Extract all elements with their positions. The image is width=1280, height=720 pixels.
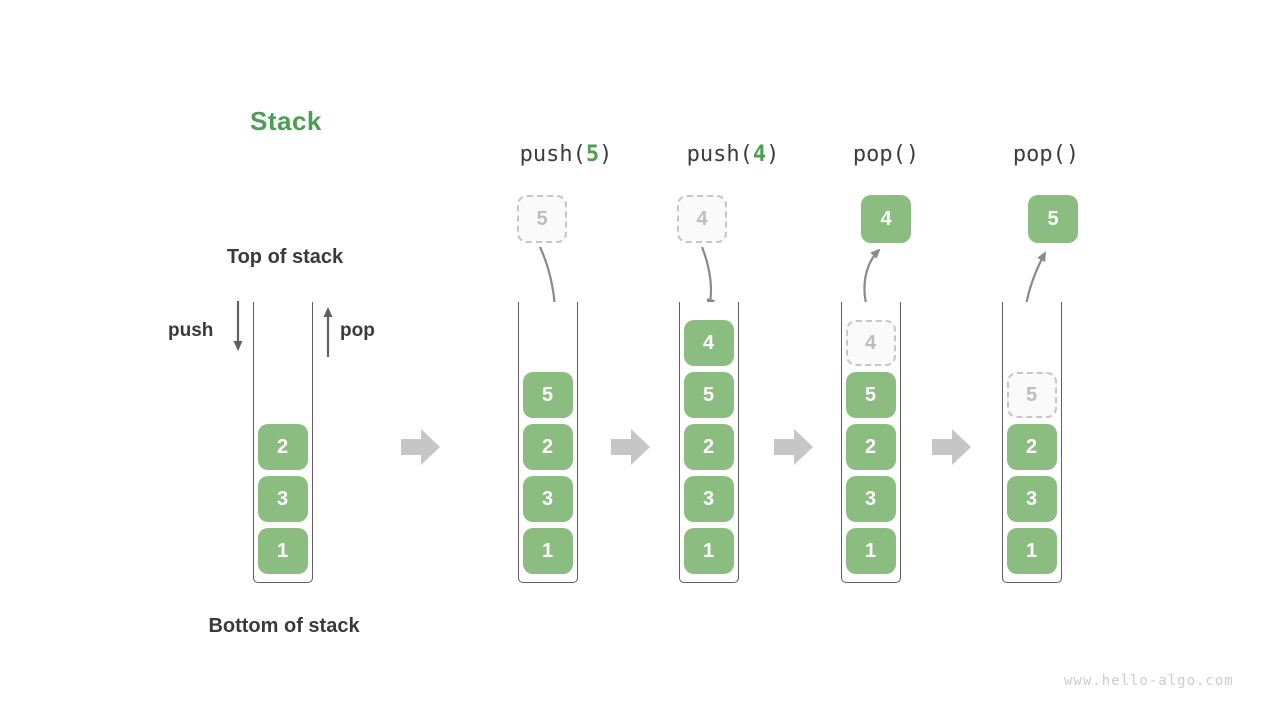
stack-cell: 1 [845,528,896,574]
operation-label-push-4: push(4) [687,142,780,167]
stack-cell: 3 [1006,476,1057,522]
transition-arrow-icon [401,429,440,465]
push-4-path-arrow-icon [700,246,716,309]
stack-after-push-4: 4 5 2 3 1 [679,302,739,583]
pop-label: pop [340,320,375,341]
bottom-of-stack-label: Bottom of stack [208,615,360,637]
transition-arrow-icon [774,429,813,465]
stack-cell: 5 [522,372,573,418]
stack-cell: 5 [845,372,896,418]
operation-label-pop-first: pop() [853,142,919,167]
diagram-title: Stack [250,106,322,136]
operation-label-text: pop() [852,142,920,167]
stack-after-pop-second: 5 2 3 1 [1002,302,1062,583]
operation-label-pop-second: pop() [1013,142,1079,167]
popped-element-box: 4 [861,195,911,243]
operation-label-text: push( [519,142,586,167]
operation-label-text: ) [599,142,613,167]
operation-label-text: 5 [585,142,600,167]
operation-label-text: pop() [1012,142,1080,167]
stack-cell: 3 [522,476,573,522]
operation-label-text: 4 [752,142,767,167]
stack-cell: 3 [257,476,308,522]
push-label: push [168,320,214,341]
popped-element-box: 5 [1028,195,1078,243]
top-of-stack-label: Top of stack [226,246,344,268]
stack-cell: 3 [845,476,896,522]
stack-cell: 1 [522,528,573,574]
operation-label-text: ) [766,142,780,167]
stack-cell: 1 [257,528,308,574]
transition-arrow-icon [611,429,650,465]
stack-cell: 2 [257,424,308,470]
stack-cell: 1 [683,528,734,574]
operation-label-text: push( [686,142,753,167]
transition-arrow-icon [932,429,971,465]
stack-cell: 4 [683,320,734,366]
stack-initial: 2 3 1 [253,302,313,583]
watermark: www.hello-algo.com [1064,673,1234,689]
stack-cell: 2 [683,424,734,470]
stack-cell-ghost: 4 [845,320,896,366]
stack-cell: 3 [683,476,734,522]
stack-cell: 2 [1006,424,1057,470]
stack-cell-ghost: 5 [1006,372,1057,418]
pending-element-box: 4 [677,195,727,243]
operation-label-push-5: push(5) [520,142,613,167]
pending-element-box: 5 [517,195,567,243]
stack-after-push-5: 5 2 3 1 [518,302,578,583]
stack-cell: 5 [683,372,734,418]
stack-cell: 2 [845,424,896,470]
stack-after-pop-first: 4 5 2 3 1 [841,302,901,583]
stack-cell: 2 [522,424,573,470]
stack-cell: 1 [1006,528,1057,574]
